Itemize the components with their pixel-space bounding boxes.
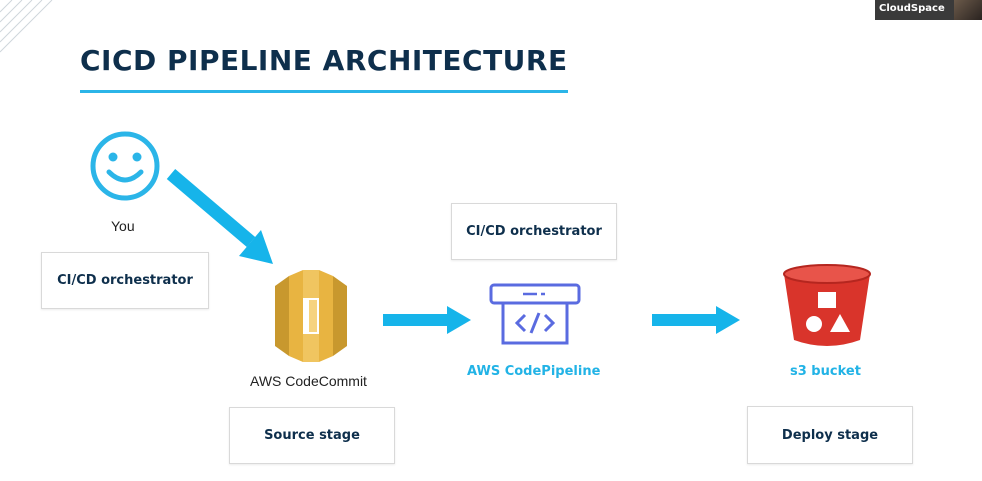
slide-title: CICD PIPELINE ARCHITECTURE xyxy=(80,44,568,77)
presenter-label: CloudSpace xyxy=(879,3,945,14)
s3-bucket-icon xyxy=(783,264,871,346)
aws-codecommit-icon xyxy=(275,270,347,362)
s3-bucket-label: s3 bucket xyxy=(790,364,861,379)
aws-codepipeline-icon xyxy=(489,283,581,345)
left-orchestrator-box: CI/CD orchestrator xyxy=(41,252,209,309)
codepipeline-label: AWS CodePipeline xyxy=(467,364,601,379)
deploy-stage-box: Deploy stage xyxy=(747,406,913,464)
arrow-codecommit-to-codepipeline xyxy=(383,306,471,334)
arrow-codepipeline-to-s3 xyxy=(652,306,740,334)
you-label: You xyxy=(111,218,135,234)
presenter-video-thumbnail xyxy=(954,0,982,20)
presenter-badge: CloudSpace xyxy=(875,0,982,20)
title-underline xyxy=(80,90,568,93)
source-stage-box: Source stage xyxy=(229,407,395,464)
top-orchestrator-box: CI/CD orchestrator xyxy=(451,203,617,260)
corner-decoration xyxy=(0,0,53,53)
smiley-face-icon xyxy=(90,131,160,201)
codecommit-label: AWS CodeCommit xyxy=(250,373,367,389)
arrow-you-to-codecommit xyxy=(166,169,273,264)
